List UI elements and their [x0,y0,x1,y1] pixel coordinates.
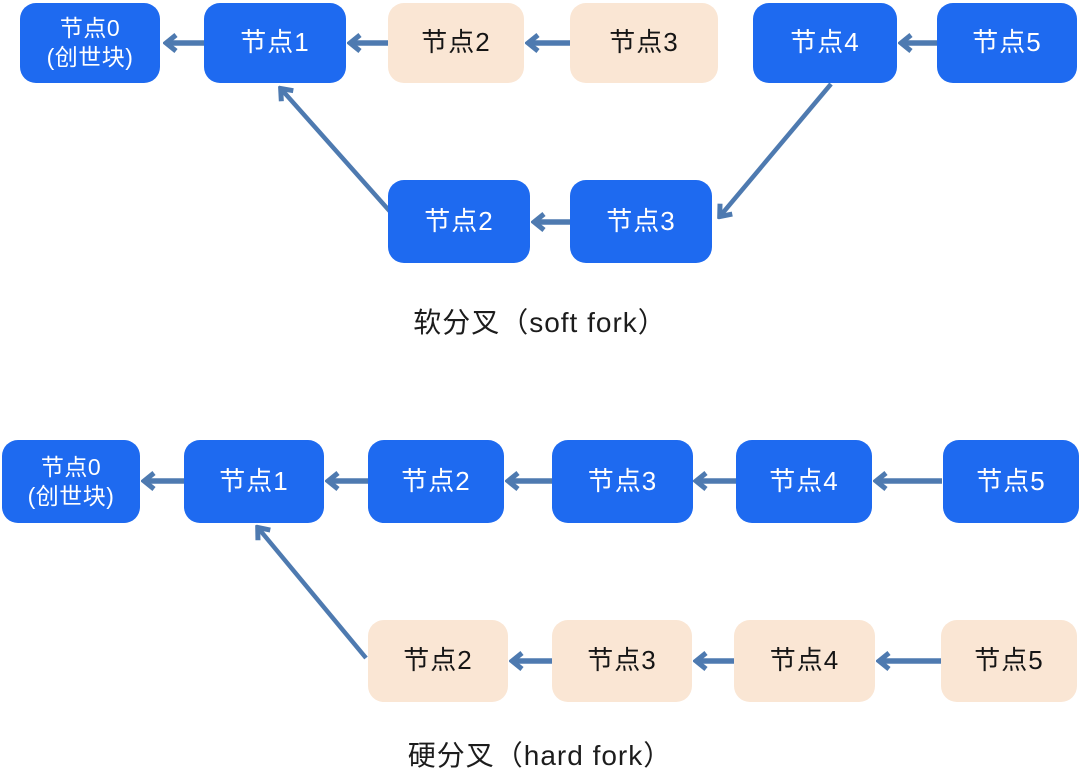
hard-main-node-0: 节点0 (创世块) [2,440,140,523]
node-label: 节点3 [587,645,657,676]
node-label: 节点2 [401,465,471,496]
soft-main-node-4: 节点4 [753,3,897,83]
hard-fork-node-2: 节点2 [368,620,508,702]
soft-fork-node-2: 节点2 [388,180,530,263]
hard-main-node-2: 节点2 [368,440,504,523]
node-label: 节点4 [769,465,839,496]
node-label: 节点3 [609,27,679,58]
soft-main-node-5: 节点5 [937,3,1077,83]
node-label: 节点1 [240,27,310,58]
arrow-hard-forknode2-to-node1 [259,529,368,660]
node-label: 节点5 [972,27,1042,58]
node-label: 节点3 [606,205,676,236]
node-label: 节点1 [219,465,289,496]
arrow-soft-forknode2-to-node1 [282,90,396,218]
hard-main-node-1: 节点1 [184,440,324,523]
node-sublabel: (创世块) [27,482,115,509]
node-label: 节点2 [421,27,491,58]
soft-main-node-1: 节点1 [204,3,346,83]
arrow-soft-node4-to-forknode3 [721,82,833,215]
hard-main-node-4: 节点4 [736,440,872,523]
soft-fork-node-3: 节点3 [570,180,712,263]
node-label: 节点2 [424,205,494,236]
node-label: 节点4 [769,645,840,676]
hard-main-node-5: 节点5 [943,440,1079,523]
hard-fork-node-5: 节点5 [941,620,1077,702]
soft-fork-caption: 软分叉（soft fork） [413,307,667,338]
hard-fork-node-4: 节点4 [734,620,875,702]
hard-fork-caption: 硬分叉（hard fork） [407,740,673,771]
node-label: 节点2 [403,645,473,676]
soft-main-node-3: 节点3 [570,3,718,83]
node-label: 节点5 [976,465,1046,496]
soft-main-node-0: 节点0 (创世块) [20,3,160,83]
hard-fork-node-3: 节点3 [552,620,692,702]
node-label: 节点5 [974,645,1044,676]
node-label: 节点0 [40,453,102,480]
soft-main-node-2: 节点2 [388,3,524,83]
node-label: 节点0 [59,15,121,42]
node-label: 节点4 [790,27,860,58]
node-label: 节点3 [587,465,658,496]
node-sublabel: (创世块) [46,44,134,70]
hard-main-node-3: 节点3 [552,440,693,523]
